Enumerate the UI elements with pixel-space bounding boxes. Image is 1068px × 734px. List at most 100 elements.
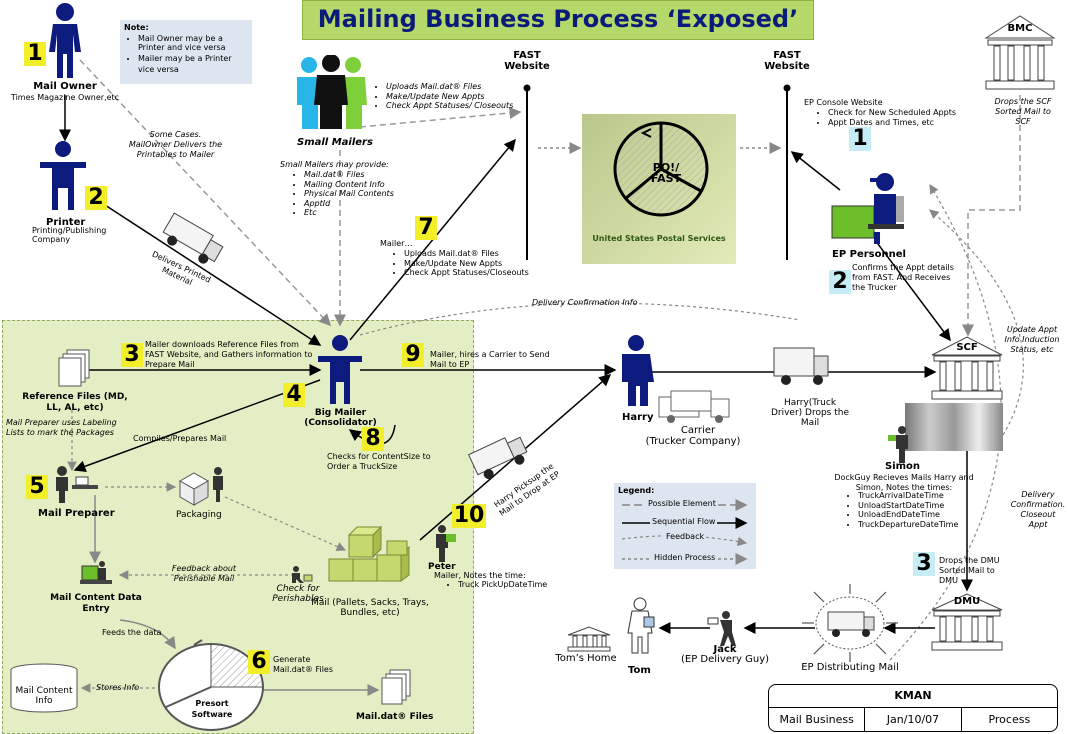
drops-dmu-text: Drops the DMU Sorted Mail to DMU: [939, 556, 1000, 585]
mail-preparer-icon: [56, 466, 98, 503]
peter-label: Peter: [428, 562, 456, 572]
legend-item: Feedback: [664, 532, 707, 541]
fast-website-left: FAST Website: [504, 50, 550, 72]
step-number-1: 1: [24, 42, 46, 66]
footer-cell: Process: [960, 708, 1057, 731]
peter-person-icon: [436, 525, 456, 562]
big-mailer-label: Big Mailer: [314, 408, 367, 418]
printer-sub: Printing/Publishing Company: [32, 226, 107, 244]
mail-label: Mail (Pallets, Sacks, Trays, Bundles, et…: [311, 598, 429, 618]
mail-content-data-entry-icon: [80, 561, 112, 584]
peter-notes-list: Truck PickUpDateTime: [446, 580, 578, 590]
list-item: Make/Update New Appts: [404, 259, 554, 269]
printer-label: Printer: [46, 217, 86, 228]
check-perishables-icon: [292, 566, 313, 583]
legend-title: Legend:: [618, 486, 655, 495]
big-mailer-person-icon: [318, 335, 362, 404]
list-item: Make/Update New Appts: [386, 92, 516, 102]
checks-size-text: Checks for ContentSize to Order a TruckS…: [327, 452, 431, 471]
stores-info-text: Stores Info: [96, 683, 140, 692]
delivery-confirmation-text: Delivery Confirmation. Closeout Appt: [1010, 490, 1066, 529]
ep-console-items: Check for New Scheduled Appts Appt Dates…: [816, 108, 978, 127]
bmc-building-icon: [984, 15, 1056, 90]
reference-files-label: Reference Files (MD, LL, AL, etc): [22, 392, 128, 413]
bmc-label: BMC: [1007, 23, 1033, 34]
delivery-truck-icon: [162, 212, 224, 264]
list-item: Truck PickUpDateTime: [458, 580, 578, 590]
dmu-label: DMU: [953, 596, 981, 607]
legend-item: Hidden Process: [652, 553, 718, 562]
right-step-number-2: 2: [829, 270, 851, 294]
big-mailer-sub: (Consolidator): [304, 418, 377, 428]
presort-software-label: Presort Software: [191, 699, 233, 719]
bmc-drops-text: Drops the SCF Sorted Mail to SCF: [994, 97, 1052, 126]
update-appt-text: Update Appt Info Induction Status, etc: [1004, 325, 1060, 354]
small-mailers-provide-list: Mail.dat® Files Mailing Content Info Phy…: [290, 170, 424, 218]
legend-item: Possible Element: [646, 499, 718, 508]
step-number-10: 10: [452, 503, 486, 528]
mail-content-info-label: Mail Content Info: [15, 686, 73, 706]
list-item: Mailing Content Info: [304, 180, 424, 190]
note-item: Mail Owner may be a Printer and vice ver…: [138, 34, 248, 52]
simon-label: Simon: [885, 461, 921, 472]
list-item: Check Appt Statuses/Closeouts: [404, 268, 554, 278]
right-step-number-1: 1: [849, 127, 871, 151]
mail-preparer-label: Mail Preparer: [38, 508, 115, 519]
database-icon: [10, 663, 78, 713]
some-cases-text: Some Cases. MailOwner Delivers the Print…: [128, 130, 223, 159]
small-mailers-actions: Uploads Mail.dat® Files Make/Update New …: [374, 82, 516, 111]
check-perishables-label: Check for Perishables: [272, 584, 324, 604]
footer-title: KMAN: [769, 685, 1057, 708]
step-number-2: 2: [85, 186, 107, 210]
list-item: Check Appt Statuses/ Closeouts: [386, 101, 516, 111]
page-title: Mailing Business Process ‘Exposed’: [302, 0, 814, 40]
list-item: Mail.dat® Files: [304, 170, 424, 180]
ep-personnel-desk-icon: [831, 173, 904, 244]
note-item: vice versa: [138, 65, 179, 74]
harry-drops-text: Harry(Truck Driver) Drops the Mail: [770, 398, 850, 428]
simon-person-icon: [888, 426, 908, 463]
usps-center-label: PO!/ FAST: [650, 161, 682, 185]
footer-cell: Mail Business: [779, 713, 854, 726]
step-number-6: 6: [248, 650, 270, 674]
tom-person-icon: [627, 597, 655, 654]
small-mailers-provide-head: Small Mailers may provide:: [280, 160, 389, 169]
scf-label: SCF: [956, 342, 978, 353]
ep-console-head: EP Console Website: [804, 98, 883, 107]
mail-boxes-icon: [328, 525, 410, 582]
list-item: ApptId: [304, 199, 424, 209]
list-item: UnloadStartDateTime: [858, 501, 998, 511]
packaging-icon: [178, 467, 223, 506]
toms-home-building-icon: [567, 626, 611, 652]
mail-owner-sub: Times Magazine Owner,etc: [10, 93, 120, 102]
usps-label: United States Postal Services: [592, 234, 726, 243]
dmu-building-icon: [931, 593, 1003, 651]
scf-building-icon: [931, 336, 1003, 400]
carrier-truck-icon: [658, 390, 730, 423]
step-9-text: Mailer, hires a Carrier to Send Mail to …: [430, 350, 550, 369]
step-number-8: 8: [362, 427, 384, 451]
jack-sub: (EP Delivery Guy): [680, 654, 770, 665]
list-item: UnloadEndDateTime: [858, 510, 998, 520]
list-item: TruckDepartureDateTime: [858, 520, 998, 530]
compiles-text: Compiles/Prepares Mail: [133, 434, 227, 443]
legend: Legend: Possible Element Sequential Flow…: [614, 483, 756, 569]
step-number-7: 7: [415, 216, 437, 240]
loading-dock-photo: [905, 403, 1003, 451]
list-item: TruckArrivalDateTime: [858, 491, 998, 501]
feeds-data-text: Feeds the data: [102, 628, 162, 637]
step-number-3: 3: [121, 343, 143, 367]
mail-preparer-uses-text: Mail Preparer uses Labeling Lists to mar…: [6, 418, 117, 437]
list-item: Uploads Mail.dat® Files: [386, 82, 516, 92]
delivery-confirmation-info: Delivery Confirmation Info: [532, 298, 638, 307]
step-number-4: 4: [283, 383, 305, 407]
step-3-text: Mailer downloads Reference Files from FA…: [145, 340, 313, 369]
generate-files-text: Generate Mail.dat® Files: [273, 655, 334, 674]
reference-files-icon: [58, 349, 90, 387]
feedback-perishable-text: Feedback about Perishable Mail: [171, 564, 237, 583]
harry-person-icon: [622, 335, 654, 406]
carrier-label: Carrier: [680, 425, 716, 436]
packaging-label: Packaging: [176, 510, 222, 520]
distributing-truck-icon: [802, 584, 898, 662]
tom-label: Tom: [628, 665, 651, 676]
